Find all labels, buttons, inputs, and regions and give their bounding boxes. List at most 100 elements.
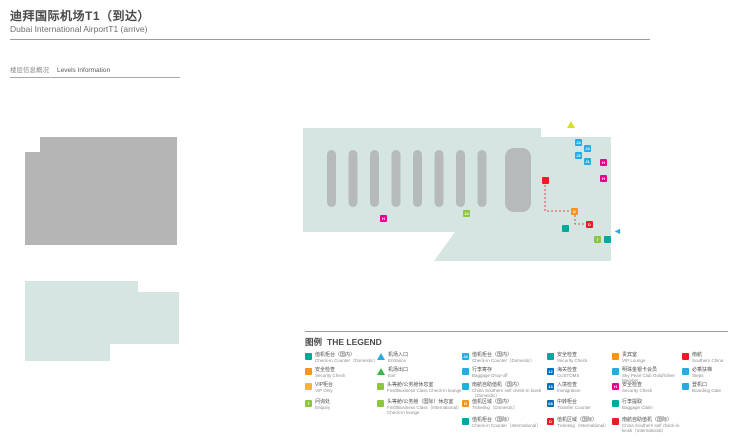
legend-label-en: VIP Lounge — [622, 358, 646, 363]
legend-label-zh: 行李提取 — [622, 399, 643, 405]
legend-label-en: Immigration — [557, 388, 581, 393]
first-business-lounge-icon — [377, 383, 384, 390]
island-j3-marker: J3 — [584, 145, 591, 152]
first-business-intl-lounge-icon — [377, 400, 384, 407]
page-title-en: Dubai International AirportT1 (arrive) — [10, 24, 148, 34]
legend-label-zh: VIP柜台 — [315, 382, 334, 388]
legend-label-zh: 必乘扶梯 — [692, 367, 713, 373]
sky-pearl-member-icon — [612, 368, 619, 375]
legend-label-en: Boarding Gate — [692, 388, 722, 393]
legend-label-en: Security Check — [622, 388, 653, 393]
legend-title-zh: 图例 — [305, 337, 323, 347]
legend-divider — [305, 331, 728, 332]
legend-label-zh: 行李寄存 — [472, 367, 493, 373]
legend-label-zh: 值机柜台（国内） — [472, 352, 513, 358]
levels-info-zh: 楼层信息概况 — [10, 67, 49, 74]
security-check-h-icon: H — [612, 383, 619, 390]
immigration-icon: 13 — [547, 383, 554, 390]
legend-label-zh: 头等舱/公务舱休息室 — [387, 382, 434, 388]
baggage-claim-marker — [562, 225, 569, 232]
legend-label-zh: 值机柜台（国际） — [472, 417, 513, 423]
legend-label-en: Check-in Counter（International） — [472, 423, 541, 428]
enquiry-icon: 7 — [305, 400, 312, 407]
legend-label-en: Exit — [388, 373, 396, 378]
legend-label-en: First/Business Class（International）Check… — [387, 405, 462, 415]
vip-lounge-icon — [612, 353, 619, 360]
entrance-triangle-marker — [567, 121, 575, 128]
legend-label-zh: 问询处 — [315, 399, 331, 405]
legend-label-en: VIP Only — [315, 388, 333, 393]
levels-info-label: 楼层信息概况 Levels Information — [10, 64, 110, 74]
gate-14-marker: 14 — [463, 210, 470, 217]
self-checkin-international-icon — [612, 418, 619, 425]
legend-title: 图例 THE LEGEND — [305, 336, 382, 348]
wide-pier — [505, 148, 531, 212]
security-h-marker: H — [600, 159, 607, 166]
legend-item-self-checkin-international: 南航自助值机（国际）China Southern self check-in k… — [612, 417, 688, 433]
header-divider — [10, 39, 650, 40]
route-point-marker — [542, 177, 549, 184]
security-h-marker: H — [600, 175, 607, 182]
baggage-claim-icon — [612, 400, 619, 407]
legend-label-en: First/Business Class Check-in lounge — [387, 388, 462, 393]
vip-only-icon — [305, 383, 312, 390]
customs-icon: 12 — [547, 368, 554, 375]
boarding-gate-icon — [682, 383, 689, 390]
legend-label-en: Transfer Counter — [557, 405, 591, 410]
legend-label-zh: 贵宾室 — [622, 352, 638, 358]
legend-label-en: Ticketing（International） — [557, 423, 609, 428]
legend-label-en: Sky Pearl Club Gold/Silver Member — [622, 373, 676, 383]
legend-label-en: Baggage Claim — [622, 405, 653, 410]
floor-upper-left-shape — [25, 137, 177, 245]
legend-label-en: Security Check — [557, 358, 588, 363]
security-check-icon — [547, 353, 554, 360]
levels-info-divider — [10, 77, 180, 78]
legend-title-en: THE LEGEND — [327, 337, 382, 347]
levels-info-en: Levels Information — [57, 67, 111, 74]
island-j2-marker: J2 — [575, 152, 582, 159]
legend-label-en: Baggage Drop-off — [472, 373, 508, 378]
security-h-marker: H — [380, 215, 387, 222]
legend-label-en: Entrance — [388, 358, 407, 363]
legend-label-zh: 安全检查 — [557, 352, 578, 358]
security-check-2-icon — [305, 368, 312, 375]
ticketing-international-icon: D — [547, 418, 554, 425]
legend-item-checkin-counter-domestic: 值机柜台（国内）Check-in Counter（Domestic） — [305, 352, 378, 363]
legend-label-zh: 海关检查 — [557, 367, 578, 373]
legend-item-checkin-counter-international: 值机柜台（国际）Check-in Counter（International） — [462, 417, 552, 428]
legend-label-en: China Southern self check-in kiosk（Domes… — [472, 388, 542, 398]
page-title-zh: 迪拜国际机场T1（到达） — [10, 9, 151, 23]
legend-label-zh: 明珠金银卡会员 — [622, 367, 658, 373]
legend-label-en: Security Check — [315, 373, 346, 378]
legend-label-zh: 南航 — [692, 352, 703, 358]
checkin-counter-international-icon — [462, 418, 469, 425]
legend-label-zh: 中转柜台 — [557, 399, 578, 405]
floor-lower-left-shape — [25, 281, 179, 361]
legend-label-en: Steps — [692, 373, 704, 378]
exit-icon — [377, 368, 385, 375]
legend-label-zh: 安全检查 — [622, 382, 643, 388]
checkin-island-domestic-icon: J4 — [462, 353, 469, 360]
legend-label-zh: 南航自助值机（国内） — [472, 382, 523, 388]
legend-label-zh: 安全检查 — [315, 367, 336, 373]
legend-label-en: CUSTOMS — [557, 373, 580, 378]
legend-label-zh: 头等舱/公务舱（国际）休息室 — [387, 399, 454, 405]
island-j1-marker: J1 — [584, 158, 591, 165]
self-checkin-domestic-icon — [462, 383, 469, 390]
exit-direction-arrow: ◄ — [613, 226, 622, 236]
